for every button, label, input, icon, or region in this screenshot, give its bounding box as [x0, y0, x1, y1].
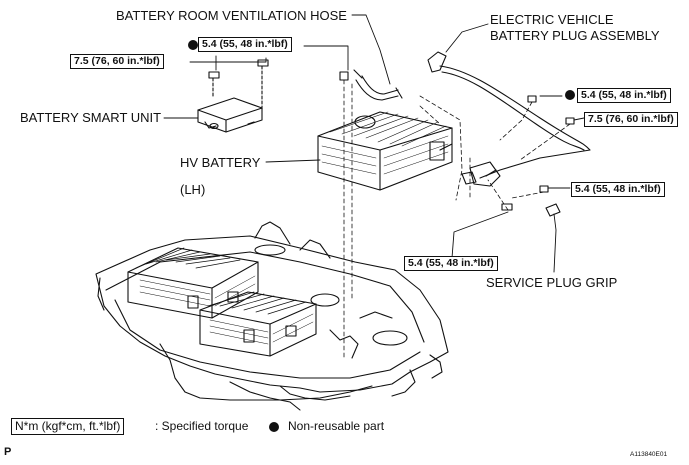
- ev-battery-plug-cable: [427, 51, 591, 187]
- figure-id: A113840E01: [630, 451, 668, 458]
- label-ev-battery-plug-line1: ELECTRIC VEHICLE: [490, 12, 614, 27]
- legend-torque-units-box: N*m (kgf*cm, ft.*lbf): [11, 418, 125, 435]
- label-lh: (LH): [180, 182, 206, 197]
- non-reusable-dot-icon: [269, 422, 279, 432]
- torque-callout-connector-bolt: 5.4 (55, 48 in.*lbf): [571, 182, 665, 197]
- label-battery-smart-unit: BATTERY SMART UNIT: [20, 110, 162, 125]
- non-reusable-dot-icon: [188, 40, 198, 50]
- label-battery-room-ventilation-hose: BATTERY ROOM VENTILATION HOSE: [116, 8, 347, 23]
- hv-battery-upper: [317, 111, 453, 191]
- torque-callout-lower-bolt: 5.4 (55, 48 in.*lbf): [404, 256, 498, 271]
- label-ev-battery-plug-line2: BATTERY PLUG ASSEMBLY: [490, 28, 660, 43]
- legend-nonreusable-text: Non-reusable part: [288, 419, 385, 433]
- torque-callout-ventilation-bolt: 5.4 (55, 48 in.*lbf): [198, 37, 292, 52]
- leader-lines: [163, 14, 585, 273]
- ventilation-hose-part: [353, 69, 403, 101]
- torque-callout-smart-unit-bolts: 7.5 (76, 60 in.*lbf): [70, 54, 164, 69]
- label-hv-battery: HV BATTERY: [180, 155, 261, 170]
- torque-callout-plug-nut: 5.4 (55, 48 in.*lbf): [577, 88, 671, 103]
- assembly-lines: [343, 79, 571, 361]
- bolts: [208, 59, 575, 217]
- label-service-plug-grip: SERVICE PLUG GRIP: [486, 275, 618, 290]
- legend-torque-text: : Specified torque: [155, 419, 249, 433]
- non-reusable-dot-icon: [565, 90, 575, 100]
- page-mark: P: [4, 446, 12, 458]
- floor-pan: [95, 221, 449, 411]
- torque-callout-plug-bolt: 7.5 (76, 60 in.*lbf): [584, 112, 678, 127]
- lower-battery-stack-right: [199, 291, 317, 357]
- battery-smart-unit-part: [197, 97, 263, 133]
